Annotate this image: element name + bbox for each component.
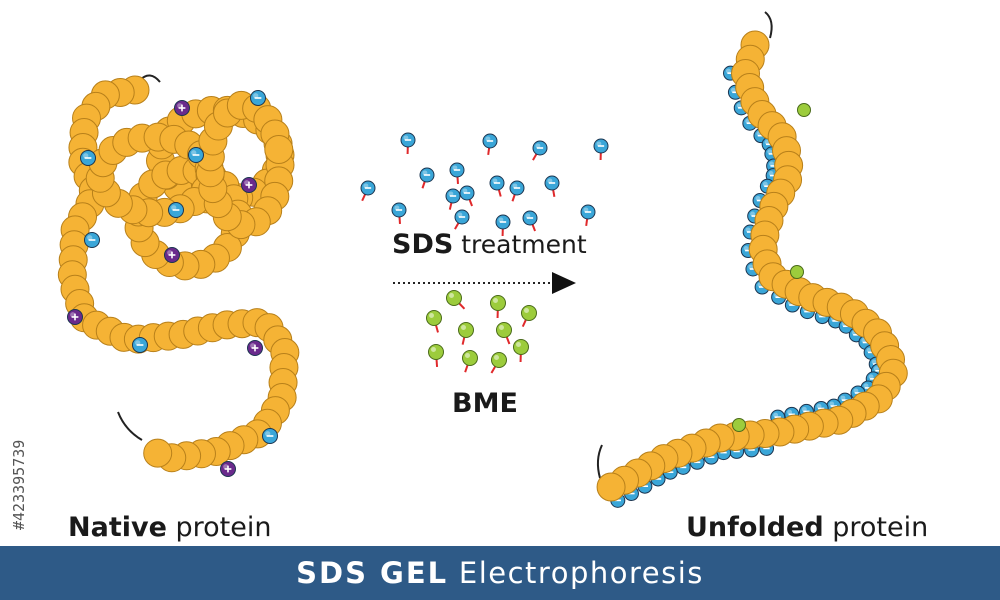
positive-charge-icon <box>220 461 236 477</box>
negative-charge-icon <box>522 210 538 226</box>
bme-molecule <box>428 344 444 368</box>
negative-charge-icon <box>360 180 376 196</box>
bme-molecule <box>446 290 466 310</box>
negative-charge-icon <box>80 150 96 166</box>
bme-label: BME <box>452 388 518 419</box>
negative-charge-icon <box>489 175 505 191</box>
bme-molecule <box>426 310 442 333</box>
sds-molecule <box>544 175 560 197</box>
negative-charge-icon <box>250 90 266 106</box>
diagram-canvas <box>57 11 908 508</box>
sds-molecule <box>482 133 498 156</box>
footer-title-bold: SDS GEL <box>296 556 449 590</box>
positive-charge-icon <box>67 309 83 325</box>
sds-molecule <box>532 140 548 161</box>
sds-molecule <box>360 180 376 202</box>
unfolded-protein-chain <box>596 11 908 508</box>
negative-charge-icon <box>544 175 560 191</box>
negative-charge-icon <box>419 167 435 183</box>
sds-molecule <box>489 175 505 197</box>
negative-charge-icon <box>400 132 416 148</box>
negative-charge-icon <box>509 180 525 196</box>
negative-charge-icon <box>459 185 475 201</box>
chain-terminus <box>764 11 773 39</box>
negative-charge-icon <box>168 202 184 218</box>
chain-terminus <box>117 411 143 441</box>
amino-acid-bead <box>143 438 173 468</box>
sds-molecule <box>459 185 475 207</box>
sds-molecule <box>495 214 511 237</box>
unfolded-protein-label: Unfolded protein <box>686 512 929 543</box>
sds-molecule <box>419 167 435 189</box>
bme-molecule <box>458 322 474 345</box>
negative-charge-icon <box>262 428 278 444</box>
sds-molecule <box>445 188 461 210</box>
negative-charge-icon <box>495 214 511 230</box>
bme-molecule <box>462 350 478 373</box>
bme-molecules <box>426 290 537 374</box>
bme-molecule <box>797 103 811 117</box>
sds-molecules <box>360 132 609 237</box>
bme-molecule <box>521 305 537 328</box>
native-protein-chain <box>57 74 300 473</box>
positive-charge-icon <box>247 340 263 356</box>
negative-charge-icon <box>391 202 407 218</box>
negative-charge-icon <box>132 337 148 353</box>
bme-molecule <box>732 418 746 432</box>
negative-charge-icon <box>593 138 609 154</box>
sds-molecule <box>449 162 465 185</box>
positive-charge-icon <box>174 100 190 116</box>
negative-charge-icon <box>532 140 548 156</box>
bme-molecule <box>790 265 804 279</box>
sds-molecule <box>454 209 470 230</box>
sds-molecule <box>522 210 538 232</box>
sds-molecule <box>593 138 609 161</box>
negative-charge-icon <box>482 133 498 149</box>
footer-banner: SDS GEL Electrophoresis <box>0 546 1000 600</box>
negative-charge-icon <box>445 188 461 204</box>
sds-treatment-label: SDS treatment <box>392 229 587 260</box>
sds-molecule <box>400 132 416 155</box>
arrow-right-icon <box>393 272 576 294</box>
sds-molecule <box>509 180 525 202</box>
sds-molecule <box>391 202 407 225</box>
positive-charge-icon <box>241 177 257 193</box>
bme-molecule <box>490 295 506 319</box>
negative-charge-icon <box>580 204 596 220</box>
negative-charge-icon <box>449 162 465 178</box>
stock-id-watermark: #423395739 <box>10 439 28 530</box>
chain-terminus <box>596 444 603 479</box>
negative-charge-icon <box>84 232 100 248</box>
bme-molecule <box>490 352 507 374</box>
amino-acid-bead <box>596 472 626 502</box>
positive-charge-icon <box>164 247 180 263</box>
native-protein-label: Native protein <box>68 512 272 543</box>
amino-acid-bead <box>264 134 294 164</box>
bme-molecule <box>513 339 529 363</box>
negative-charge-icon <box>454 209 470 225</box>
footer-title-thin: Electrophoresis <box>448 556 704 590</box>
native-protein-charges <box>67 90 278 477</box>
bme-molecule <box>496 322 512 345</box>
negative-charge-icon <box>188 147 204 163</box>
sds-molecule <box>580 204 596 227</box>
